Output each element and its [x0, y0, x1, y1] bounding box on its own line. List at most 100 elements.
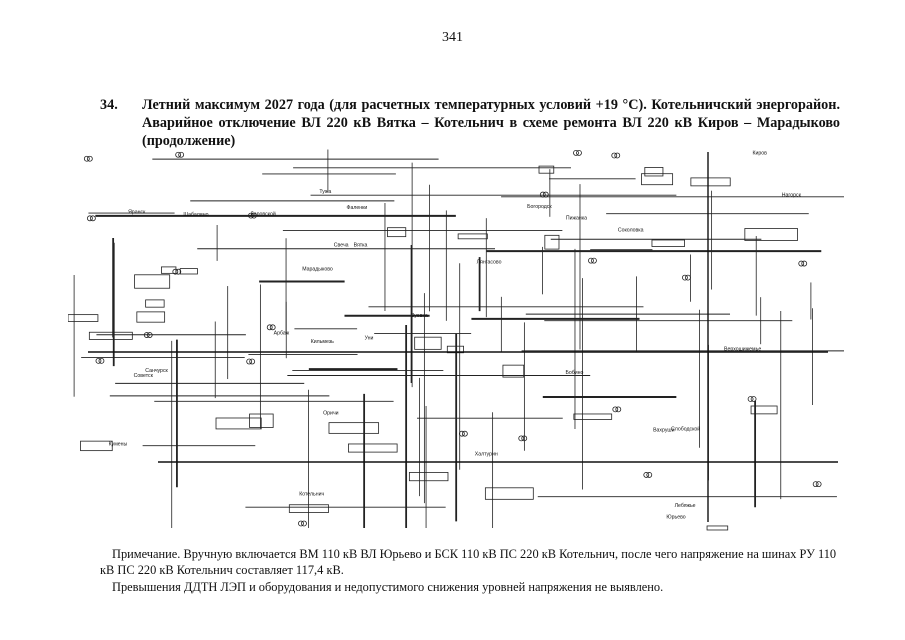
transformer-symbol [172, 268, 179, 275]
transformer-symbol [812, 481, 819, 488]
substation-box [641, 173, 674, 186]
transformer-symbol [798, 260, 805, 267]
station-label: Оричи [323, 410, 339, 416]
transformer-symbol [643, 472, 650, 478]
station-label: Верхошижемье [724, 347, 761, 353]
substation-box [538, 165, 555, 174]
transformer-symbol [249, 358, 256, 365]
station-label: Марадыково [302, 266, 333, 272]
substation-box [80, 440, 113, 452]
station-label: Бобино [566, 370, 584, 376]
substation-box [387, 227, 407, 238]
transformer-symbol [518, 435, 525, 442]
station-label: Нагорск [782, 192, 802, 198]
substation-box [750, 405, 778, 415]
section-heading: 34. Летний максимум 2027 года (для расче… [100, 96, 840, 150]
heading-number: 34. [100, 97, 118, 113]
station-label: Уни [365, 335, 374, 341]
transformer-symbol [682, 274, 688, 281]
heading-text: Летний максимум 2027 года (для расчетных… [142, 97, 840, 149]
station-label: Кильмезь [311, 339, 334, 345]
station-label: Арбаж [274, 331, 290, 337]
substation-box [249, 413, 274, 428]
substation-box [502, 364, 525, 378]
transformer-symbol [615, 406, 622, 413]
transformer-symbol [573, 149, 579, 156]
station-label: Пижанка [566, 215, 587, 221]
transformer-symbol [269, 324, 276, 331]
substation-box [744, 228, 798, 241]
transformer-symbol [458, 430, 465, 437]
substation-box [484, 487, 534, 500]
schematic-svg: ВяткаКотельничКировМарадыковоЮрьевоСокол… [68, 149, 844, 531]
station-label: Халтурин [475, 452, 498, 458]
station-label: Соколовка [618, 227, 644, 233]
substation-box [690, 177, 731, 187]
transformer-symbol [815, 481, 822, 488]
transformer-symbol [89, 215, 96, 222]
station-label: Свеча [334, 243, 349, 249]
transformer-symbol [248, 212, 254, 219]
station-label: Шабалино [183, 212, 208, 218]
substation-box [651, 239, 685, 247]
substation-box [215, 417, 262, 430]
substation-box [328, 422, 380, 434]
station-label: Зуевка [411, 313, 428, 319]
note-line-2: Превышения ДДТН ЛЭП и оборудования и нед… [112, 580, 664, 594]
substation-box [573, 413, 613, 420]
station-label: Лебяжье [675, 503, 696, 509]
page-number: 341 [442, 30, 463, 45]
substation-box [544, 234, 560, 250]
transformer-symbol [95, 357, 102, 364]
transformer-symbol [588, 257, 594, 264]
transformer-symbol [251, 212, 257, 219]
transformer-symbol [611, 152, 618, 159]
station-label: Вахруши [653, 428, 675, 434]
transformer-symbol [801, 260, 808, 267]
station-label: Санчурск [145, 368, 168, 374]
transformer-symbol [539, 191, 546, 198]
transformer-symbol [614, 152, 621, 159]
transformer-symbol [747, 396, 754, 402]
transformer-symbol [146, 332, 153, 338]
station-label: Фаленки [347, 205, 368, 211]
substation-box [136, 311, 166, 323]
station-label: Киров [752, 151, 767, 157]
transformer-symbol [301, 520, 307, 527]
transformer-symbol [576, 149, 582, 156]
transformer-symbol [542, 191, 549, 198]
station-label: Вятка [354, 242, 368, 248]
substation-box [706, 525, 729, 531]
station-label: Советск [134, 373, 154, 379]
transformer-symbol [246, 358, 253, 365]
transformer-symbol [178, 151, 185, 158]
station-label: Юрьево [666, 514, 685, 520]
transformer-symbol [461, 430, 468, 437]
station-label: Лянгасово [477, 259, 502, 265]
substation-box [288, 504, 329, 513]
substation-box [414, 336, 442, 350]
station-label: Яранск [128, 210, 146, 216]
note-line-1: Примечание. Вручную включается ВМ 110 кВ… [100, 547, 837, 577]
transformer-symbol [646, 472, 653, 478]
transformer-symbol [83, 155, 90, 162]
station-label: Тужа [319, 189, 331, 195]
transformer-symbol [175, 151, 182, 158]
transformer-symbol [86, 215, 93, 222]
substation-box [88, 331, 133, 340]
substation-box [348, 443, 398, 453]
transformer-symbol [521, 435, 528, 442]
station-label: Богородск [527, 204, 552, 210]
station-label: Даровской [250, 211, 276, 218]
substation-box [179, 268, 198, 275]
note-block: Примечание. Вручную включается ВМ 110 кВ… [100, 547, 840, 596]
substation-box [408, 472, 449, 482]
transformer-symbol [591, 257, 597, 264]
transformer-symbol [98, 357, 105, 364]
transformer-symbol [685, 274, 691, 281]
transformer-symbol [143, 332, 150, 338]
transformer-symbol [750, 396, 757, 402]
station-label: Кумены [109, 441, 128, 447]
transformer-symbol [86, 155, 93, 162]
